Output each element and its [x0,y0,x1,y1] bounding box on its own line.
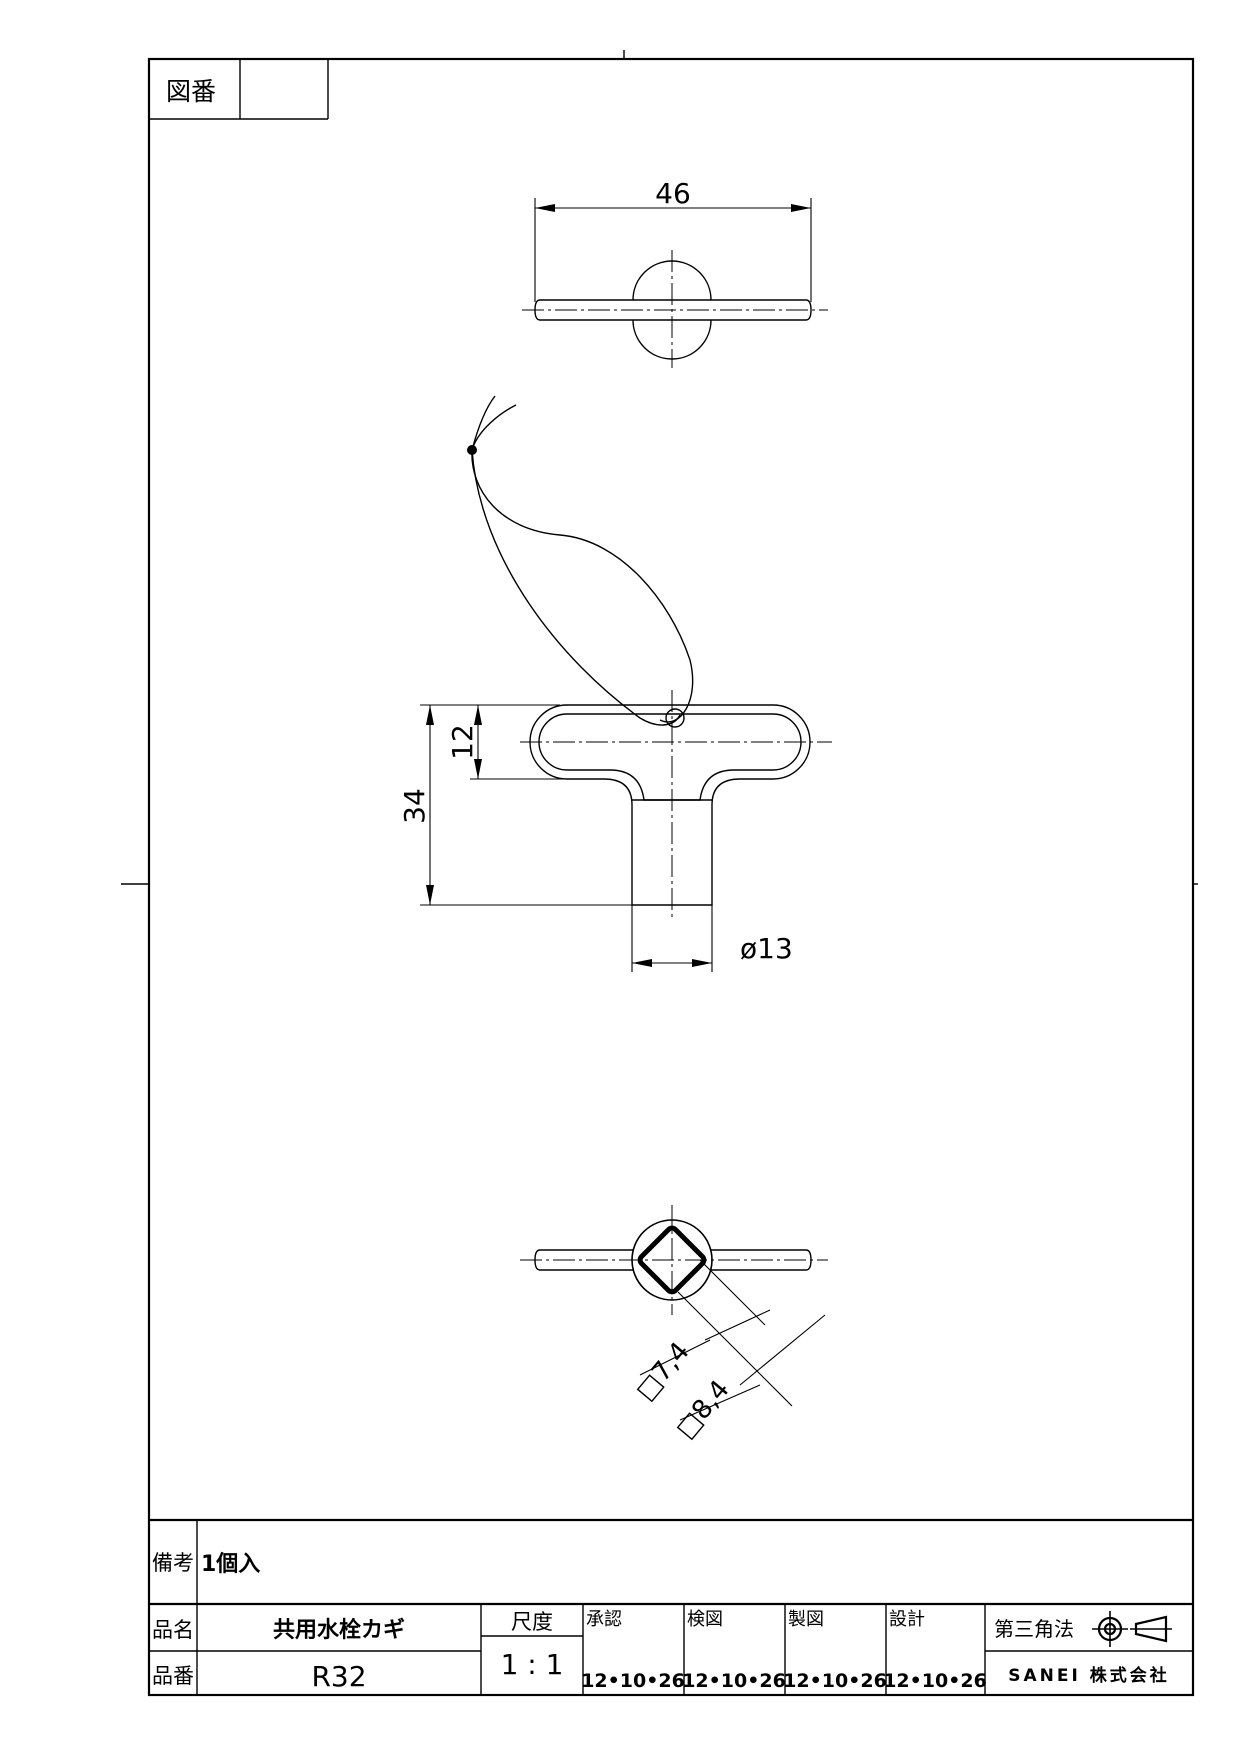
bottom-view: □7,4 □8,4 [520,1205,828,1444]
third-angle-projection-icon [1092,1611,1172,1647]
scale-label: 尺度 [511,1610,553,1634]
product-name-label: 品名 [152,1618,194,1642]
projection-label: 第三角法 [994,1617,1074,1641]
product-number-label: 品番 [152,1664,194,1688]
dim-height-12: 12 [446,724,479,760]
dim-height-34: 34 [398,788,431,824]
approval-label: 承認 [586,1609,622,1630]
top-view: 46 [522,177,828,368]
remarks-label: 備考 [152,1551,194,1575]
drawing-number-label: 図番 [166,77,216,106]
drafting-label: 製図 [788,1609,824,1630]
approval-date: 12•10•26 [581,1670,685,1692]
scale-value: 1 : 1 [501,1648,564,1681]
product-number-value: R32 [311,1660,366,1693]
dim-square-7-4: □7,4 [630,1337,695,1407]
drawing-number-box: 図番 [149,59,329,120]
title-block: 備考 1個入 品名 共用水栓カギ 品番 R32 尺度 1 : 1 承認 12•1… [149,1518,1193,1695]
company-name: SANEI 株式会社 [1008,1665,1169,1686]
product-name-value: 共用水栓カギ [273,1618,405,1643]
front-view: 34 12 ø13 [398,395,832,972]
design-date: 12•10•26 [883,1670,987,1692]
design-label: 設計 [889,1609,925,1630]
check-label: 検図 [687,1609,723,1630]
remarks-value: 1個入 [201,1552,260,1577]
dim-width-46: 46 [655,177,691,210]
dim-diameter-13: ø13 [740,932,793,965]
sheet-border [147,57,1195,1697]
check-date: 12•10•26 [682,1670,786,1692]
dim-square-8-4: □8,4 [670,1375,735,1445]
drafting-date: 12•10•26 [783,1670,887,1692]
